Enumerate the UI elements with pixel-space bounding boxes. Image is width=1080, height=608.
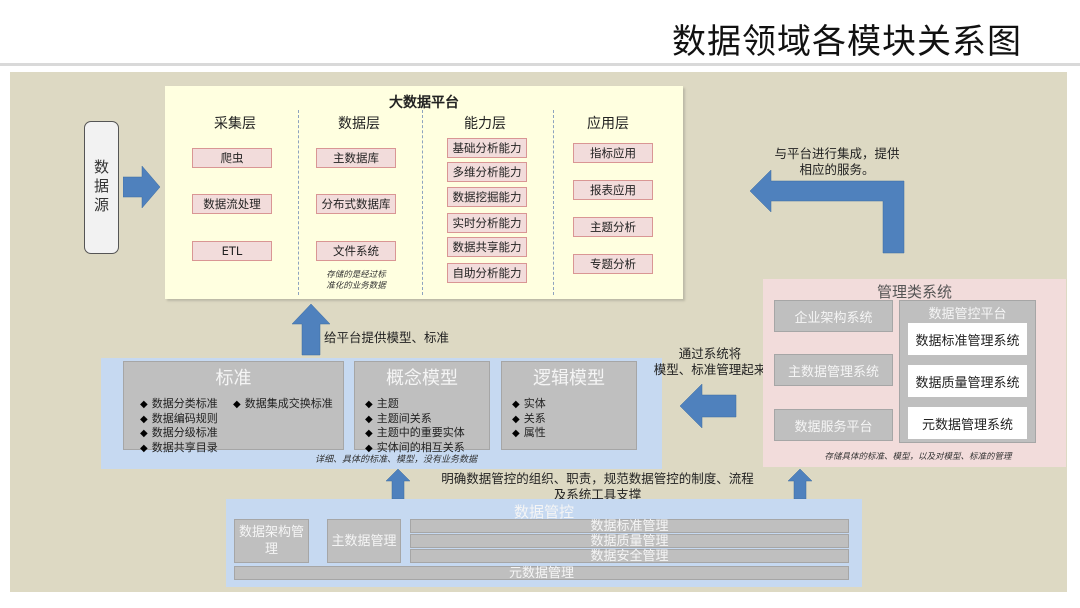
column-header-data: 数据层 xyxy=(338,116,380,132)
platform-item[interactable]: 基础分析能力 xyxy=(447,138,527,158)
list-item: 数据分级标准 xyxy=(140,426,218,441)
platform-item[interactable]: 指标应用 xyxy=(573,143,653,163)
list-item: 数据编码规则 xyxy=(140,412,218,427)
column-divider xyxy=(553,110,554,295)
list-item: 数据分类标准 xyxy=(140,397,218,412)
page-title: 数据领域各模块关系图 xyxy=(672,22,1022,62)
list-item: 实体间的相互关系 xyxy=(365,441,465,456)
platform-item[interactable]: 数据共享能力 xyxy=(447,237,527,257)
up-arrow-icon xyxy=(385,469,411,500)
platform-item[interactable]: 报表应用 xyxy=(573,180,653,200)
bent-left-arrow-icon xyxy=(750,170,905,254)
data-governance: 数据管控 数据架构管理 主数据管理 数据标准管理 数据质量管理 数据安全管理 元… xyxy=(226,499,862,587)
list-item: 关系 xyxy=(512,412,546,427)
list-item: 主题 xyxy=(365,397,465,412)
column-divider xyxy=(422,110,423,295)
platform-item[interactable]: 分布式数据库 xyxy=(316,194,396,214)
governance-item-quality[interactable]: 数据质量管理 xyxy=(410,534,849,549)
standards-box[interactable]: 标准 数据分类标准 数据编码规则 数据分级标准 数据共享目录 数据集成交换标准 xyxy=(123,361,344,454)
logical-model-box[interactable]: 逻辑模型 实体 关系 属性 xyxy=(501,361,637,450)
standards-title: 标准 xyxy=(215,368,252,389)
data-control-platform[interactable]: 数据管控平台 数据标准管理系统 数据质量管理系统 元数据管理系统 xyxy=(899,300,1036,443)
control-system-item[interactable]: 元数据管理系统 xyxy=(908,407,1027,439)
logical-model-title: 逻辑模型 xyxy=(533,368,605,389)
standards-list-right: 数据集成交换标准 xyxy=(233,397,333,412)
platform-item[interactable]: 主题分析 xyxy=(573,217,653,237)
integration-note: 与平台进行集成，提供 相应的服务。 xyxy=(774,146,900,177)
logical-model-list: 实体 关系 属性 xyxy=(512,397,546,441)
management-item[interactable]: 主数据管理系统 xyxy=(774,354,893,386)
management-item[interactable]: 数据服务平台 xyxy=(774,409,893,441)
platform-item[interactable]: 文件系统 xyxy=(316,241,396,261)
list-item: 实体 xyxy=(512,397,546,412)
governance-item-master-data[interactable]: 主数据管理 xyxy=(327,519,401,563)
governance-item-architecture[interactable]: 数据架构管理 xyxy=(234,519,309,563)
governance-item-standards[interactable]: 数据标准管理 xyxy=(410,519,849,534)
up-arrow-icon xyxy=(787,469,813,500)
platform-item[interactable]: 实时分析能力 xyxy=(447,213,527,233)
management-item[interactable]: 企业架构系统 xyxy=(774,300,893,332)
column-divider xyxy=(298,110,299,295)
provide-models-note: 给平台提供模型、标准 xyxy=(324,330,450,345)
list-item: 数据共享目录 xyxy=(140,441,218,456)
up-arrow-icon xyxy=(291,304,331,356)
data-layer-note: 存储的是经过标 准化的业务数据 xyxy=(326,270,386,291)
control-system-item[interactable]: 数据质量管理系统 xyxy=(908,365,1027,397)
manage-via-systems-note: 通过系统将 模型、标准管理起来 xyxy=(653,346,767,377)
standards-band: 标准 数据分类标准 数据编码规则 数据分级标准 数据共享目录 数据集成交换标准 … xyxy=(101,358,662,469)
conceptual-model-box[interactable]: 概念模型 主题 主题间关系 主题中的重要实体 实体间的相互关系 xyxy=(354,361,490,454)
platform-item[interactable]: 多维分析能力 xyxy=(447,162,527,182)
title-divider xyxy=(0,63,1080,66)
platform-item[interactable]: 主数据库 xyxy=(316,148,396,168)
standards-note: 详细、具体的标准、模型，没有业务数据 xyxy=(314,455,477,465)
governance-title: 数据管控 xyxy=(513,503,574,521)
governance-item-metadata[interactable]: 元数据管理 xyxy=(234,566,849,581)
data-source-box: 数据源 xyxy=(84,121,119,254)
conceptual-model-title: 概念模型 xyxy=(386,368,458,389)
left-arrow-icon xyxy=(680,383,737,429)
column-header-application: 应用层 xyxy=(587,116,629,132)
platform-item[interactable]: 自助分析能力 xyxy=(447,263,527,283)
platform-title: 大数据平台 xyxy=(389,95,459,111)
governance-support-note: 明确数据管控的组织、职责，规范数据管控的制度、流程 及系统工具支撑 xyxy=(441,471,754,502)
right-arrow-icon xyxy=(123,166,161,208)
management-note: 存储具体的标准、模型，以及对模型、标准的管理 xyxy=(824,452,1012,462)
list-item: 主题中的重要实体 xyxy=(365,426,465,441)
platform-item[interactable]: 专题分析 xyxy=(573,254,653,274)
platform-item[interactable]: 爬虫 xyxy=(192,148,272,168)
governance-item-security[interactable]: 数据安全管理 xyxy=(410,549,849,564)
list-item: 属性 xyxy=(512,426,546,441)
platform-item[interactable]: 数据挖掘能力 xyxy=(447,187,527,207)
control-system-item[interactable]: 数据标准管理系统 xyxy=(908,323,1027,355)
big-data-platform: 大数据平台 采集层 数据层 能力层 应用层 爬虫 数据流处理 ETL 主数据库 … xyxy=(165,86,683,299)
platform-item[interactable]: ETL xyxy=(192,241,272,261)
management-title: 管理类系统 xyxy=(876,283,952,301)
conceptual-model-list: 主题 主题间关系 主题中的重要实体 实体间的相互关系 xyxy=(365,397,465,455)
standards-list-left: 数据分类标准 数据编码规则 数据分级标准 数据共享目录 xyxy=(140,397,218,455)
column-header-capability: 能力层 xyxy=(464,116,506,132)
platform-item[interactable]: 数据流处理 xyxy=(192,194,272,214)
list-item: 主题间关系 xyxy=(365,412,465,427)
column-header-collect: 采集层 xyxy=(214,116,256,132)
control-platform-title: 数据管控平台 xyxy=(928,307,1007,322)
list-item: 数据集成交换标准 xyxy=(233,397,333,412)
